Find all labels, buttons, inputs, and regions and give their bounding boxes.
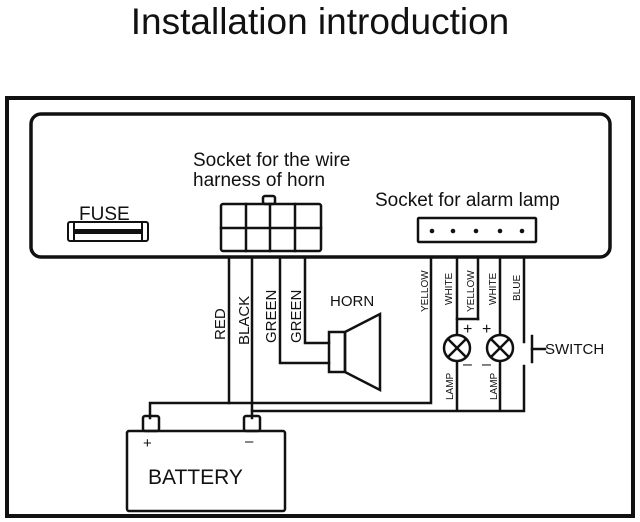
lamp-2-plus: + [482, 321, 491, 338]
battery-icon [125, 414, 287, 513]
alarm-socket-label: Socket for alarm lamp [375, 190, 560, 211]
alarm-socket-pins [429, 228, 525, 234]
switch-icon [530, 334, 547, 364]
alarm-wires [455, 255, 502, 412]
horn-socket-label-line2: harness of horn [193, 170, 325, 191]
lamp-2-minus: – [482, 356, 491, 373]
battery-label: BATTERY [148, 466, 243, 489]
lamp-2-label: LAMP [489, 372, 500, 400]
wire-label-yellow-1: YELLOW [420, 270, 431, 312]
horn-socket-icon [219, 194, 323, 253]
fuse-label: FUSE [79, 204, 130, 225]
lamp-1-plus: + [463, 321, 472, 338]
page-title: Installation introduction [130, 1, 510, 42]
wire-label-white-1: WHITE [444, 272, 455, 305]
horn-icon [327, 311, 382, 393]
wire-label-white-2: WHITE [488, 272, 499, 305]
battery-negative-label: – [245, 433, 254, 450]
fuse-icon [67, 221, 149, 242]
horn-wires [148, 255, 526, 420]
switch-label: SWITCH [545, 341, 604, 358]
wire-label-green-2: GREEN [288, 290, 305, 343]
wire-label-black: BLACK [236, 296, 253, 345]
lamp-1-minus: – [463, 356, 472, 373]
wire-label-yellow-2: YELLOW [466, 270, 477, 312]
lamp-1-icon [442, 333, 472, 363]
horn-label: HORN [330, 293, 374, 310]
horn-socket-label-line1: Socket for the wire [193, 150, 350, 171]
alarm-lamp-socket-icon [416, 216, 538, 244]
wire-label-blue: BLUE [512, 275, 523, 301]
wire-label-green-1: GREEN [263, 290, 280, 343]
lamp-1-label: LAMP [445, 372, 456, 400]
lamp-2-icon [485, 333, 515, 363]
battery-positive-label: + [143, 435, 152, 452]
wire-label-red: RED [212, 308, 229, 340]
alarm-controller-box [29, 112, 612, 259]
outer-frame [5, 96, 635, 518]
